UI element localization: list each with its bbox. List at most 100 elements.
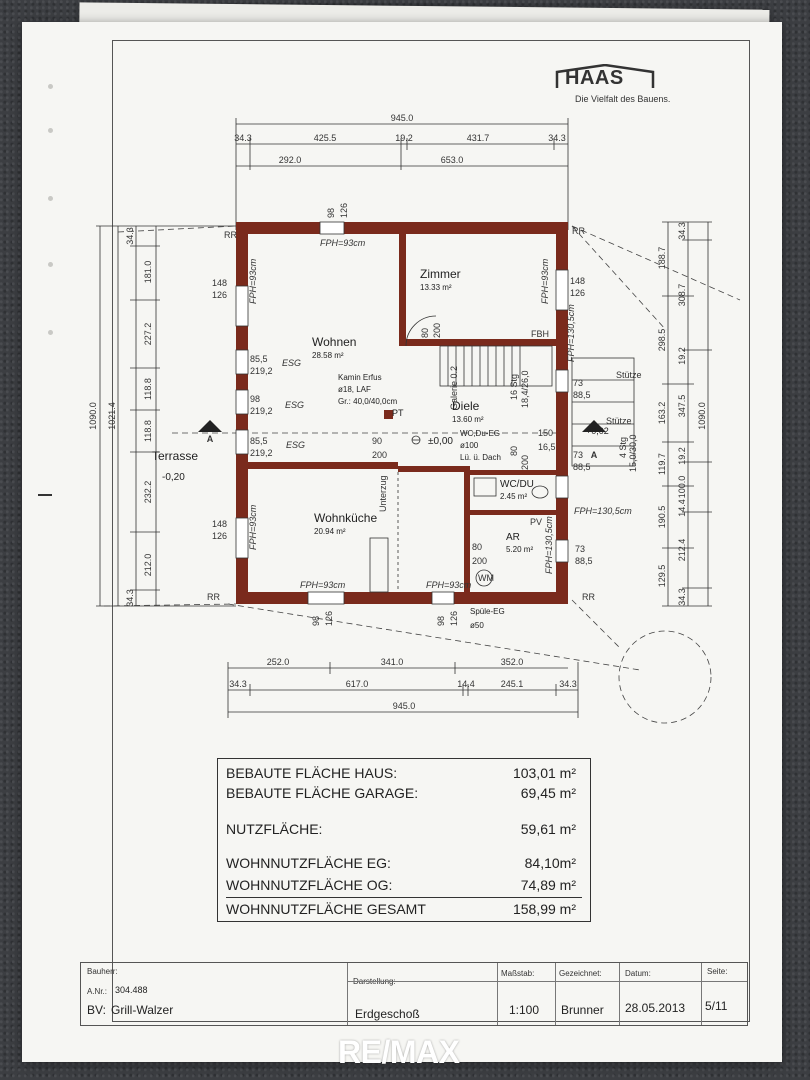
dim-right-segment-b: 347.5: [677, 395, 687, 418]
dim-top-sub: 292.0: [279, 155, 302, 165]
tb-seite-value: 5/11: [705, 999, 728, 1013]
label-stairs: 18,4/26,0: [520, 370, 530, 408]
dim-bottom-row2: 617.0: [346, 679, 369, 689]
dim-left-bottom: 34.3: [125, 589, 135, 607]
tb-seite-label: Seite:: [707, 967, 728, 976]
dim-window-right: 148: [570, 276, 585, 286]
dim-bottom-row1: 252.0: [267, 657, 290, 667]
dim-left-segment: 212.0: [143, 554, 153, 577]
dim-right-segment-a: 129.5: [657, 565, 667, 588]
label-fph: FPH=130,5cm: [574, 506, 632, 516]
dim-window-left: 148: [212, 278, 227, 288]
dim-right-segment-a: 163.2: [657, 402, 667, 425]
label-wc-du-eg: ø100: [460, 441, 479, 450]
tb-massstab-value: 1:100: [509, 1003, 540, 1017]
dim-window-left: 85,5: [250, 436, 268, 446]
dim-top-segment: 431.7: [467, 133, 490, 143]
dim-right-segment-a: 190.5: [657, 506, 667, 529]
tb-bauherr-label: Bauherr:: [87, 967, 118, 976]
tb-gezeichnet-value: Brunner: [561, 1003, 604, 1017]
room-name: Zimmer: [420, 267, 461, 281]
drawing-frame: [112, 40, 750, 1022]
dim-bottom-total: 945.0: [393, 701, 416, 711]
dim-window-left: 85,5: [250, 354, 268, 364]
dim-door: 200: [372, 450, 387, 460]
label-rr: RR: [207, 592, 220, 602]
room-name: Diele: [452, 399, 480, 413]
summary-label: BEBAUTE FLÄCHE GARAGE:: [226, 785, 419, 801]
label-floor-level: ±0,00: [428, 436, 453, 447]
dim-window-bottom: 98: [311, 616, 321, 626]
dim-right-segment-a: 119.7: [657, 453, 667, 475]
label-wm: WM: [478, 573, 494, 583]
dim-door: 80: [509, 446, 519, 456]
room-area: 5.20 m²: [506, 545, 533, 554]
tb-bauherr-cell: Bauherr: A.Nr.: 304.488 BV: Grill-Walzer: [81, 963, 348, 1025]
dim-left-segment: 118.8: [143, 378, 153, 400]
dim-window-left: 148: [212, 519, 227, 529]
dim-left-segment: 227.2: [143, 323, 153, 346]
summary-value: 103,01 m²: [512, 765, 576, 781]
summary-value: 74,89 m²: [520, 877, 576, 893]
dim-right-segment-b: 19.2: [677, 447, 687, 465]
dim-window-right: 73: [573, 378, 583, 388]
dim-door: 80: [420, 328, 430, 338]
label-fph: FPH=93cm: [248, 258, 258, 304]
house-roof-icon: [555, 64, 655, 88]
dim-window-right: 88,5: [573, 390, 591, 400]
label-spuele: Spüle-EG: [470, 607, 505, 616]
tb-an-label: A.Nr.:: [87, 987, 108, 996]
label-stuetze: Stütze: [616, 370, 642, 380]
label-fph: FPH=93cm: [248, 504, 258, 550]
margin-dash: [38, 494, 52, 496]
room-name: AR: [506, 532, 520, 543]
label-pv: PV: [530, 517, 542, 527]
construction-lines: [103, 225, 741, 724]
dim-left-outer: 1090.0: [88, 402, 98, 430]
label-fph: FPH=93cm: [426, 580, 472, 590]
dim-bottom-row2: 34.3: [559, 679, 577, 689]
room-name: Wohnküche: [314, 511, 377, 525]
dim-door: 200: [432, 323, 442, 338]
label-esg: ESG: [282, 358, 301, 368]
summary-label: WOHNNUTZFLÄCHE OG:: [226, 877, 393, 893]
dim-right-segment-b: 14.4: [677, 499, 687, 517]
dim-window-top: 126: [339, 203, 349, 218]
label-pt: PT: [392, 408, 404, 418]
tb-darstellung-cell: Darstellung: Erdgeschoß: [347, 963, 498, 1025]
room-name: WC/DU: [500, 479, 534, 490]
dim-right-segment-a: 188.7: [657, 247, 667, 270]
label-fph: FPH=93cm: [300, 580, 346, 590]
summary-label: BEBAUTE FLÄCHE HAUS:: [226, 765, 398, 781]
label-rr: RR: [582, 592, 595, 602]
dim-window-right: 73: [575, 544, 585, 554]
label-terrace: Terrasse: [152, 449, 198, 463]
title-block: Bauherr: A.Nr.: 304.488 BV: Grill-Walzer…: [80, 962, 748, 1026]
label-fph: FPH=93cm: [320, 238, 366, 248]
dim-window-bottom: 98: [436, 616, 446, 626]
summary-label: WOHNNUTZFLÄCHE EG:: [226, 855, 391, 871]
dim-window-right: 73: [573, 450, 583, 460]
dim-window-top: 98: [326, 208, 336, 218]
tb-darstellung-value: Erdgeschoß: [355, 1007, 420, 1021]
dim-bottom-row1: 352.0: [501, 657, 524, 667]
dim-door: 200: [472, 556, 487, 566]
dim-door: 200: [520, 455, 530, 470]
dim-right-segment-b: 100.0: [677, 476, 687, 499]
tb-datum-value: 28.05.2013: [625, 1001, 686, 1015]
label-kamin: Gr.: 40,0/40,0cm: [338, 397, 397, 406]
label-ext-level: +0,02: [586, 426, 609, 436]
dim-window-left: 126: [212, 290, 227, 300]
summary-label: NUTZFLÄCHE:: [226, 821, 323, 837]
dim-right-segment-b: 34.3: [677, 222, 687, 240]
label-rr: RR: [224, 230, 237, 240]
dim-window-right: 126: [570, 288, 585, 298]
dim-left-segment: 181.0: [143, 261, 153, 284]
label-kamin: ø18, LAF: [338, 385, 371, 394]
dim-left-segment: 118.8: [143, 420, 153, 442]
label-esg: ESG: [285, 400, 304, 410]
logo-tagline: Die Vielfalt des Bauens.: [575, 94, 671, 104]
summary-value: 69,45 m²: [520, 785, 576, 801]
dim-window-left: 219,2: [250, 448, 273, 458]
label-fph: FPH=130,5cm: [566, 304, 576, 362]
